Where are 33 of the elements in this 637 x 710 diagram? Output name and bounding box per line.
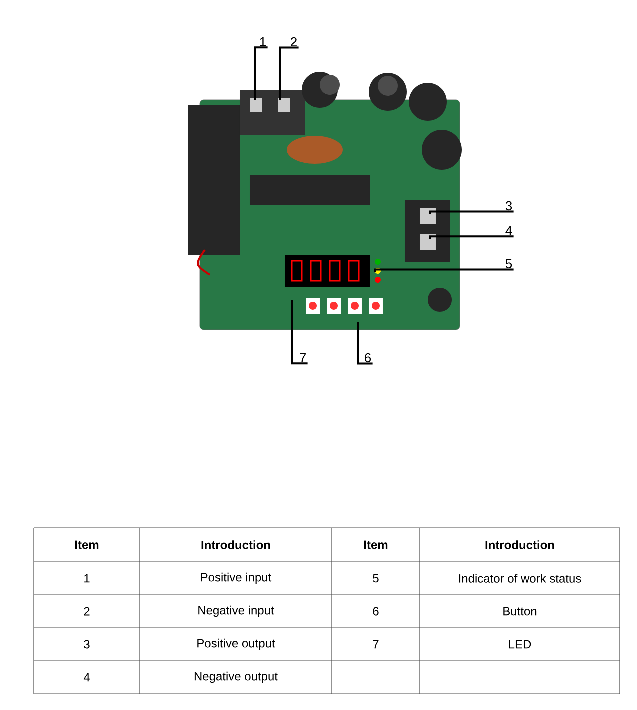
table-cell: Button <box>504 607 537 616</box>
callout-number: 4 <box>506 226 512 236</box>
leader-line <box>429 236 514 239</box>
table-header-cell: Item <box>75 540 99 550</box>
callout-number: 1 <box>260 38 266 46</box>
table-cell: Negative input <box>198 606 274 618</box>
table-cell: 1 <box>84 574 90 583</box>
table-cell: 3 <box>84 640 90 649</box>
table-cell: 2 <box>84 607 90 616</box>
leader-line <box>291 300 308 365</box>
leader-line <box>374 268 514 272</box>
leader-line <box>254 46 268 100</box>
leader-line <box>279 46 299 100</box>
table-cell: 7 <box>373 640 379 649</box>
callout-number: 6 <box>365 353 372 363</box>
table-header-cell: Introduction <box>202 540 270 550</box>
table-cell: 6 <box>373 607 379 616</box>
leader-line <box>357 322 373 365</box>
callout-number: 7 <box>300 354 306 362</box>
callout-number: 3 <box>506 201 512 211</box>
callout-number: 5 <box>506 259 512 269</box>
table-cell: Positive input <box>201 572 272 584</box>
table-header-cell: Item <box>364 540 388 550</box>
table-cell: 4 <box>84 673 90 682</box>
pcb-drawing <box>188 72 462 330</box>
table-cell: 5 <box>373 574 379 583</box>
table-header-cell: Introduction <box>486 540 554 550</box>
leader-line <box>429 210 514 214</box>
callout-number: 2 <box>291 37 297 47</box>
table-cell: Positive output <box>198 638 276 650</box>
table-cell: Indicator of work status <box>459 574 582 583</box>
table-cell: Negative output <box>194 672 278 684</box>
table-cell: LED <box>509 640 532 649</box>
